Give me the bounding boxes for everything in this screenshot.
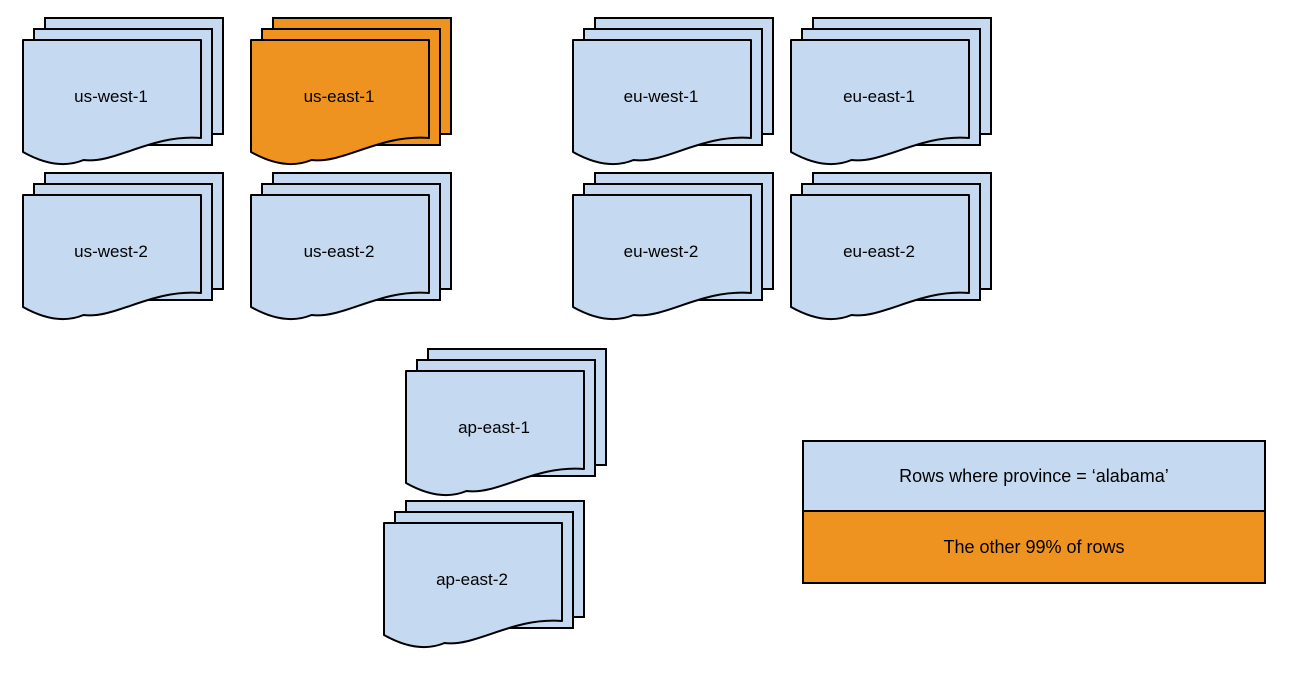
document-stack-shape (383, 500, 585, 649)
region-stack-ap-east-2[interactable]: ap-east-2 (383, 500, 585, 649)
document-stack-shape (250, 172, 452, 321)
document-sheet-front (22, 39, 202, 166)
region-stack-eu-west-2[interactable]: eu-west-2 (572, 172, 774, 321)
legend-blue-label: Rows where province = ‘alabama’ (899, 465, 1169, 486)
document-sheet-front (383, 522, 563, 649)
region-stack-eu-east-1[interactable]: eu-east-1 (790, 17, 992, 166)
region-stack-ap-east-1[interactable]: ap-east-1 (405, 348, 607, 497)
region-stack-us-west-2[interactable]: us-west-2 (22, 172, 224, 321)
document-sheet-front (790, 39, 970, 166)
document-sheet-front (250, 194, 430, 321)
region-stack-us-east-2[interactable]: us-east-2 (250, 172, 452, 321)
document-stack-shape (250, 17, 452, 166)
region-stack-eu-east-2[interactable]: eu-east-2 (790, 172, 992, 321)
document-stack-shape (572, 172, 774, 321)
document-stack-shape (405, 348, 607, 497)
legend: Rows where province = ‘alabama’ The other… (802, 440, 1266, 584)
document-stack-shape (22, 172, 224, 321)
document-sheet-front (22, 194, 202, 321)
document-stack-shape (22, 17, 224, 166)
document-sheet-front (790, 194, 970, 321)
legend-orange: The other 99% of rows (804, 512, 1264, 582)
legend-blue: Rows where province = ‘alabama’ (804, 442, 1264, 512)
document-sheet-front (572, 39, 752, 166)
document-stack-shape (790, 172, 992, 321)
legend-orange-label: The other 99% of rows (943, 536, 1125, 557)
region-stack-eu-west-1[interactable]: eu-west-1 (572, 17, 774, 166)
document-sheet-front (572, 194, 752, 321)
document-sheet-front (250, 39, 430, 166)
document-stack-shape (790, 17, 992, 166)
document-sheet-front (405, 370, 585, 497)
document-stack-shape (572, 17, 774, 166)
region-stack-us-west-1[interactable]: us-west-1 (22, 17, 224, 166)
region-stack-us-east-1[interactable]: us-east-1 (250, 17, 452, 166)
